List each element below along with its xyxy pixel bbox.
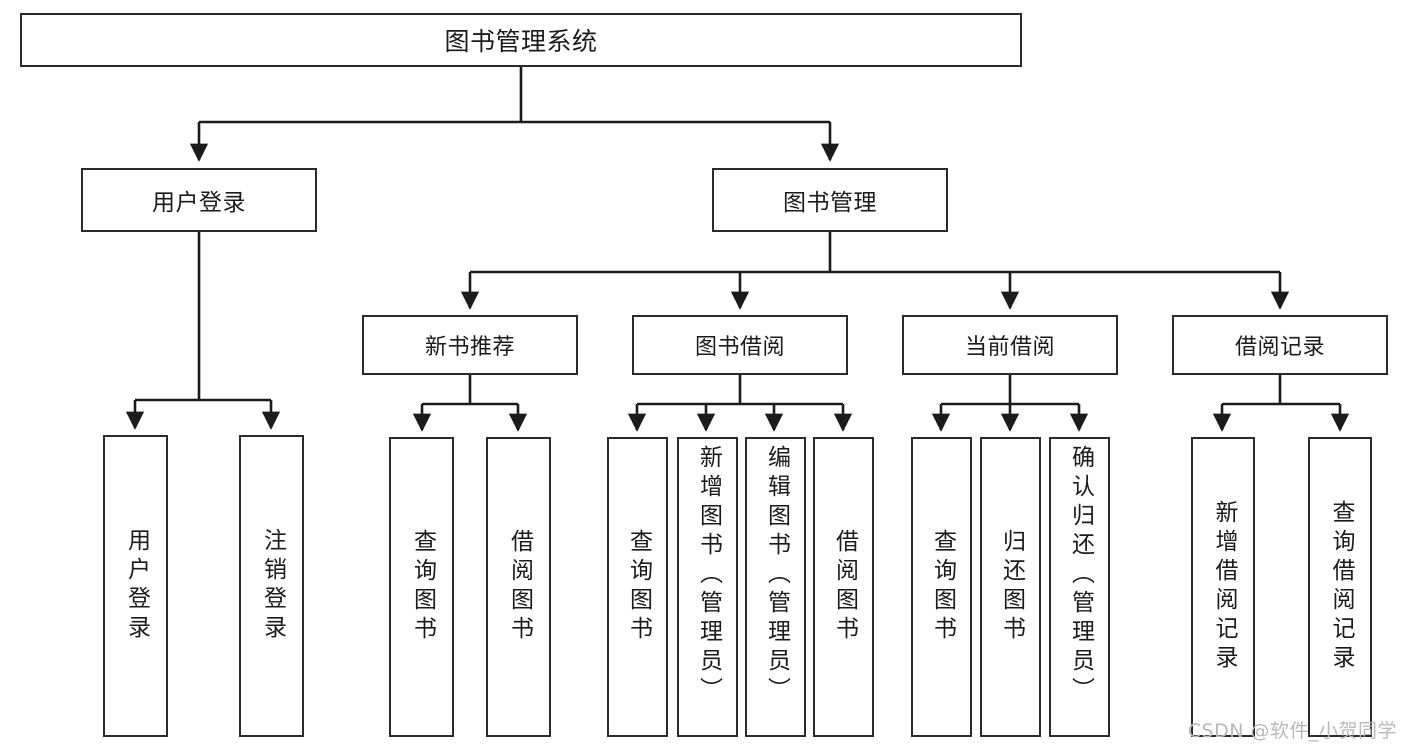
leaf-add-borrow-record[interactable]: 新增借阅记录 xyxy=(1191,437,1255,737)
leaf-edit-book-admin[interactable]: 编辑图书（管理员） xyxy=(745,437,806,737)
node-label: 注销登录 xyxy=(259,528,286,644)
node-book-borrow[interactable]: 图书借阅 xyxy=(632,315,848,375)
leaf-user-login[interactable]: 用户登录 xyxy=(103,435,168,737)
node-user-login[interactable]: 用户登录 xyxy=(81,168,317,232)
node-label: 编辑图书（管理员） xyxy=(763,445,790,706)
node-label: 查询图书 xyxy=(409,529,436,645)
node-label: 查询图书 xyxy=(929,529,956,645)
node-label: 查询借阅记录 xyxy=(1327,500,1354,674)
node-label: 图书借阅 xyxy=(694,335,785,360)
leaf-query-borrow-record[interactable]: 查询借阅记录 xyxy=(1308,437,1372,737)
leaf-return-book[interactable]: 归还图书 xyxy=(980,437,1041,737)
node-label: 确认归还（管理员） xyxy=(1067,445,1094,706)
leaf-add-book-admin[interactable]: 新增图书（管理员） xyxy=(677,437,738,737)
leaf-user-logout[interactable]: 注销登录 xyxy=(239,435,304,737)
node-label: 查询图书 xyxy=(625,529,652,645)
node-label: 借阅图书 xyxy=(506,529,533,645)
leaf-query-book-borrow[interactable]: 查询图书 xyxy=(607,437,668,737)
node-label: 用户登录 xyxy=(123,528,150,644)
leaf-query-book-recommend[interactable]: 查询图书 xyxy=(389,437,454,737)
node-borrow-records[interactable]: 借阅记录 xyxy=(1172,315,1388,375)
leaf-borrow-book[interactable]: 借阅图书 xyxy=(813,437,874,737)
node-label: 归还图书 xyxy=(998,529,1025,645)
node-label: 图书管理系统 xyxy=(444,27,598,56)
node-label: 借阅图书 xyxy=(831,529,858,645)
node-label: 借阅记录 xyxy=(1234,335,1325,360)
node-label: 新书推荐 xyxy=(424,335,515,360)
node-label: 图书管理 xyxy=(783,190,877,216)
node-label: 新增图书（管理员） xyxy=(695,445,722,706)
leaf-confirm-return-admin[interactable]: 确认归还（管理员） xyxy=(1049,437,1110,737)
node-book-management[interactable]: 图书管理 xyxy=(712,168,948,232)
node-current-borrow[interactable]: 当前借阅 xyxy=(902,315,1118,375)
node-label: 新增借阅记录 xyxy=(1210,500,1237,674)
node-new-book-recommend[interactable]: 新书推荐 xyxy=(362,315,578,375)
node-label: 当前借阅 xyxy=(964,335,1055,360)
leaf-query-book-current[interactable]: 查询图书 xyxy=(911,437,972,737)
watermark-text: CSDN @软件_小贺同学 xyxy=(1187,720,1397,742)
leaf-borrow-book-recommend[interactable]: 借阅图书 xyxy=(486,437,551,737)
node-root-book-management-system[interactable]: 图书管理系统 xyxy=(20,13,1022,67)
node-label: 用户登录 xyxy=(152,190,246,216)
